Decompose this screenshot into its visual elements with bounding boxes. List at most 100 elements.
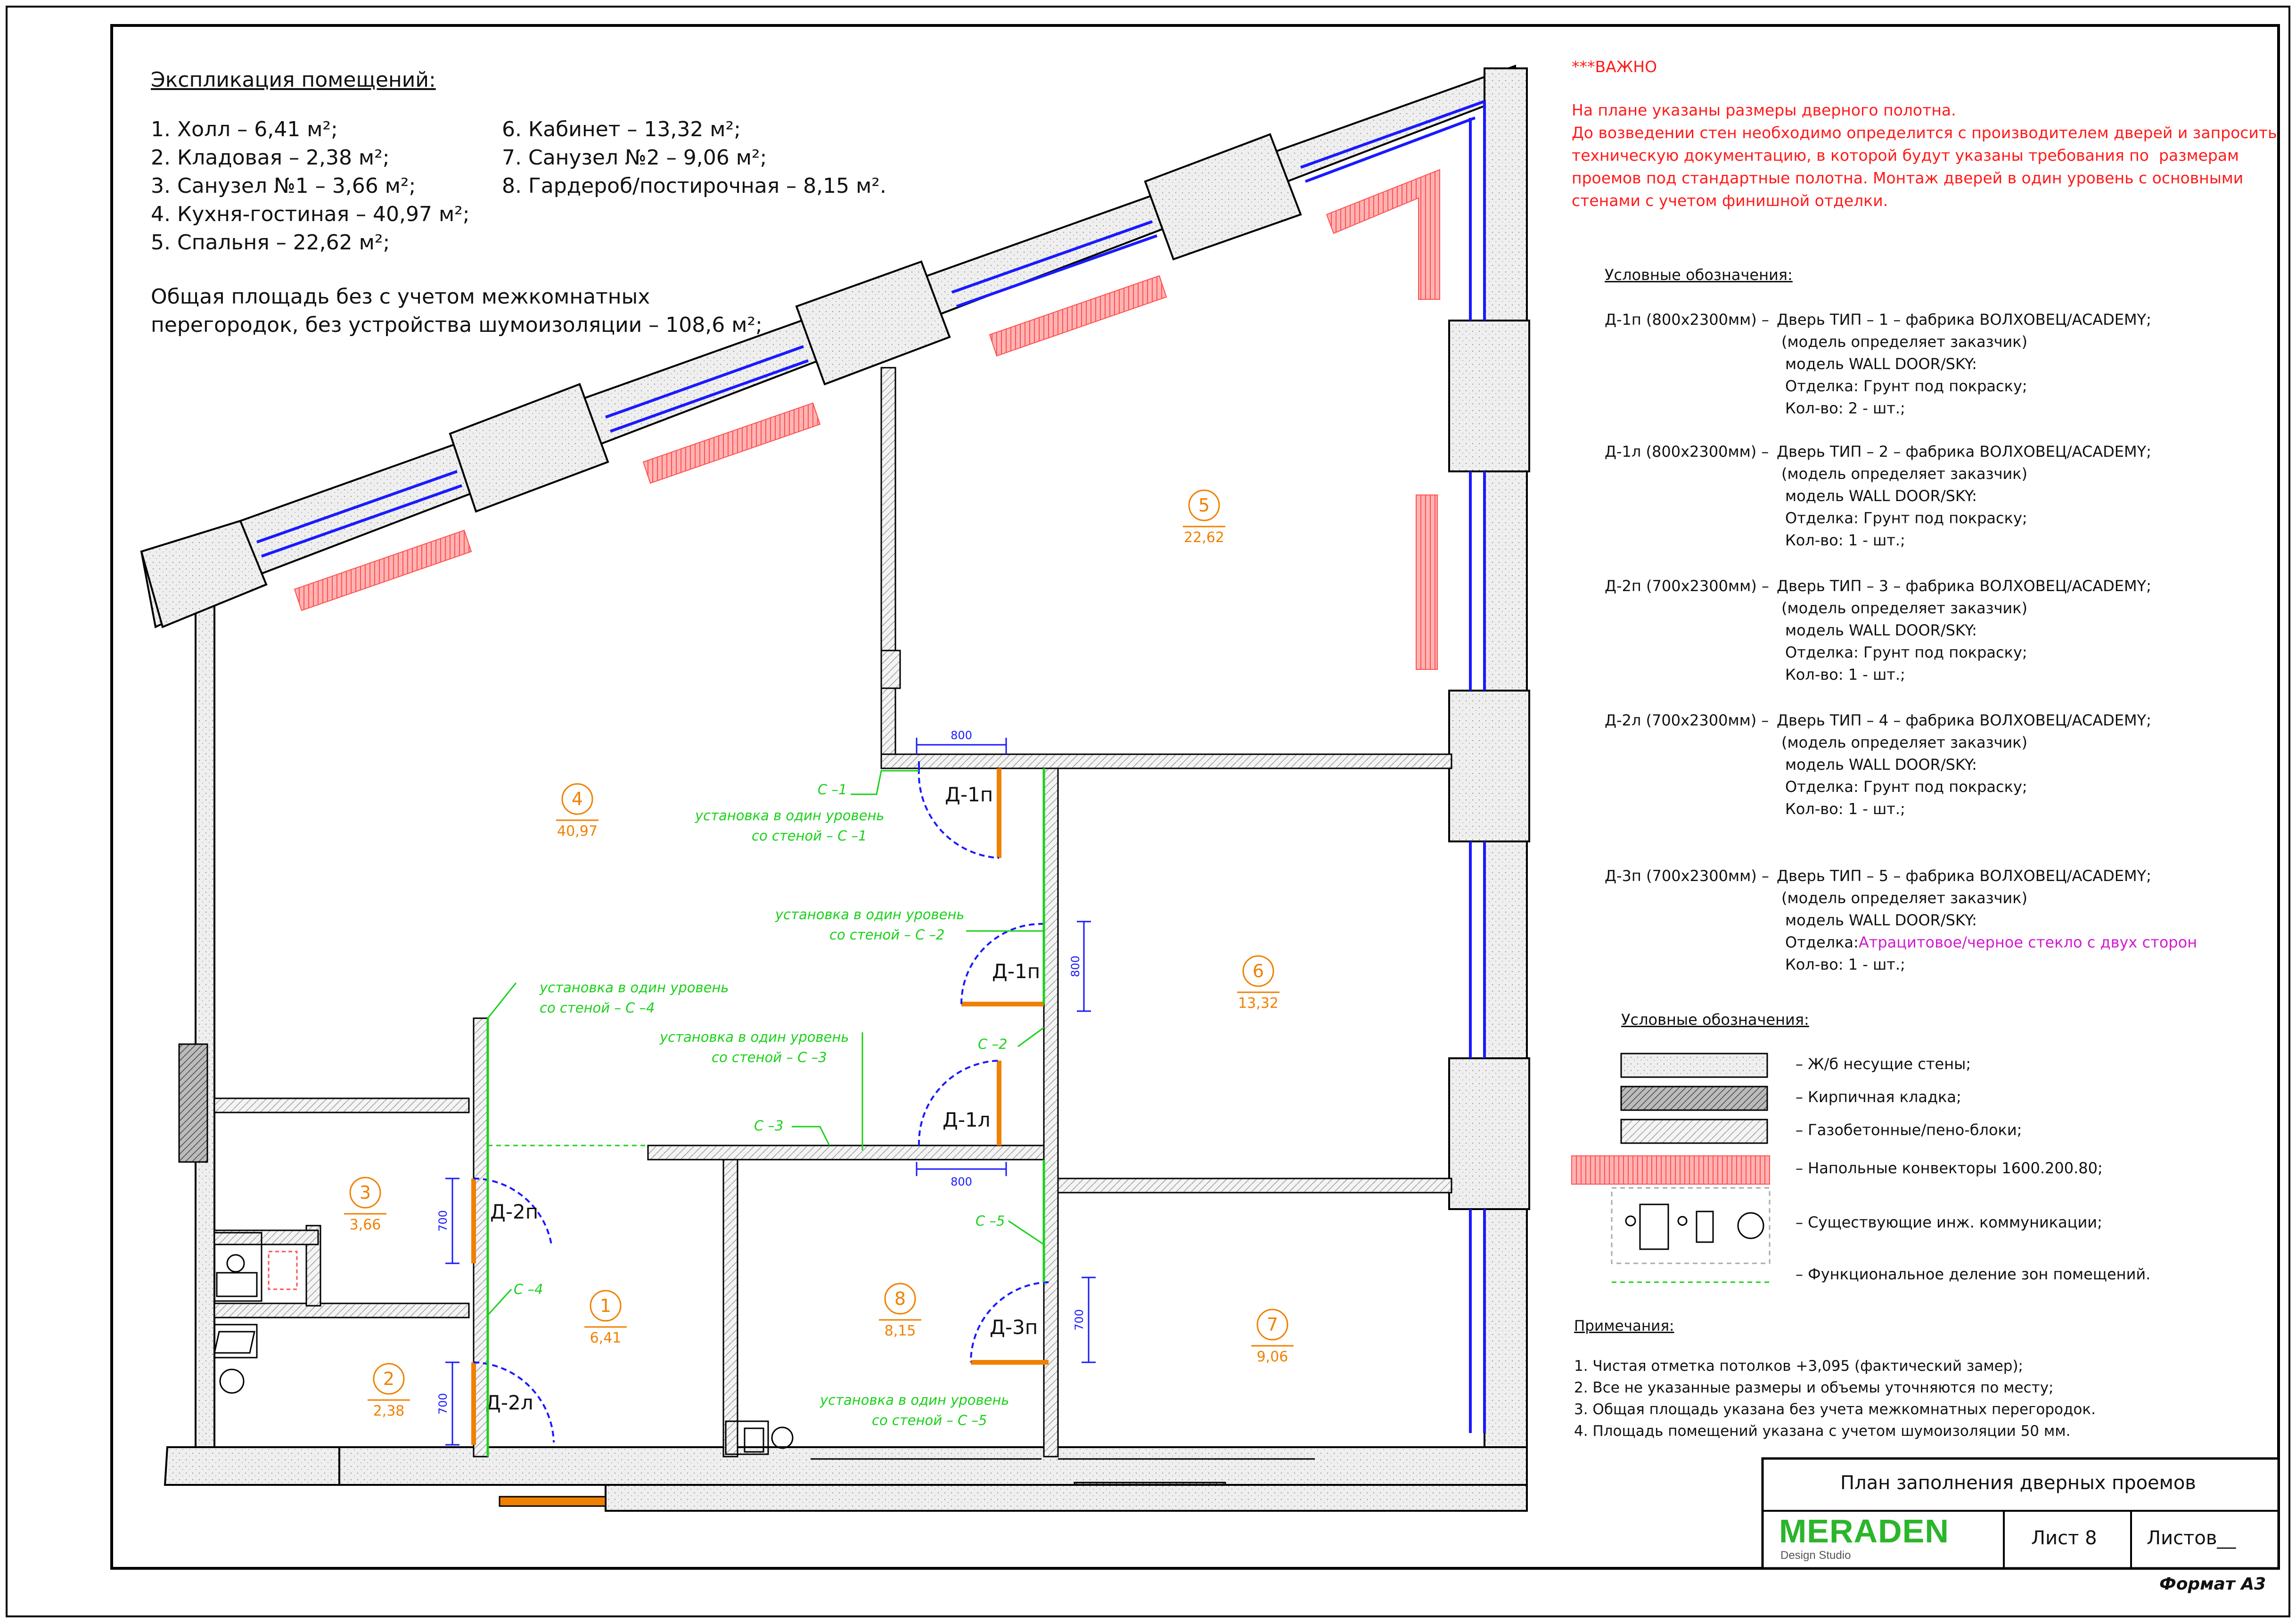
- door-qty: Кол-во: 1 - шт.;: [1785, 800, 1905, 818]
- room-6-number: 6: [1253, 961, 1264, 981]
- important-line-4: проемов под стандартные полотна. Монтаж …: [1572, 169, 2244, 187]
- annotation-c4-line1: установка в один уровень: [539, 980, 729, 996]
- sheets-count: Листов__: [2147, 1527, 2236, 1549]
- room-5-area: 22,62: [1184, 529, 1224, 546]
- dim-700-c: 700: [1073, 1309, 1086, 1331]
- door-code: Д-1п (800х2300мм) –: [1605, 311, 1769, 329]
- door-model-1: (модель определяет заказчик): [1781, 733, 2028, 751]
- door-finish: Отделка: Грунт под покраску;: [1785, 509, 2027, 527]
- door-qty: Кол-во: 1 - шт.;: [1785, 531, 1905, 549]
- door-label-d1p-mid: Д-1п: [992, 960, 1040, 983]
- door-code: Д-2п (700х2300мм) –: [1605, 577, 1769, 595]
- annotation-c4-line2: со стеной – С –4: [540, 1000, 655, 1016]
- door-label-d1p-top: Д-1п: [945, 783, 993, 806]
- room-markers: [344, 489, 1294, 1401]
- legend-communications: – Существующие инж. коммуникации;: [1796, 1213, 2102, 1231]
- company-logo: MERADEN: [1779, 1513, 1949, 1549]
- material-legend-swatches: [1571, 1053, 1771, 1283]
- annotation-c3-line1: установка в один уровень: [659, 1029, 849, 1045]
- door-type: Дверь ТИП – 1 – фабрика ВОЛХОВЕЦ/ACADEMY…: [1777, 311, 2151, 329]
- note-3: 3. Общая площадь указана без учета межко…: [1574, 1401, 2096, 1418]
- explication-item-4: 4. Кухня-гостиная – 40,97 м²;: [151, 202, 470, 226]
- door-finish: Отделка: Грунт под покраску;: [1785, 377, 2027, 395]
- note-2: 2. Все не указанные размеры и объемы уто…: [1574, 1379, 2054, 1396]
- door-qty: Кол-во: 1 - шт.;: [1785, 956, 1905, 973]
- important-line-5: стенами с учетом финишной отделки.: [1572, 191, 1888, 210]
- dim-800-b: 800: [1069, 956, 1082, 977]
- room-labels: 1 6,41 2 2,38 3 3,66 4 40,97 5 22,62 6 1…: [350, 495, 1288, 1419]
- room-5-number: 5: [1198, 495, 1210, 516]
- room-2-area: 2,38: [373, 1403, 405, 1419]
- explication-item-6: 6. Кабинет – 13,32 м²;: [502, 117, 741, 141]
- title-block: [1761, 1457, 2280, 1570]
- legend-gas-blocks: – Газобетонные/пено-блоки;: [1796, 1121, 2022, 1139]
- fixtures: [213, 1232, 1315, 1507]
- legend-zone-division: – Функциональное деление зон помещений.: [1796, 1265, 2151, 1283]
- room-7-area: 9,06: [1257, 1349, 1288, 1365]
- note-1: 1. Чистая отметка потолков +3,095 (факти…: [1574, 1358, 2023, 1375]
- annotation-c2-line2: со стеной – С –2: [829, 927, 945, 943]
- door-model-2: модель WALL DOOR/SKY:: [1785, 756, 1977, 774]
- explication-item-2: 2. Кладовая – 2,38 м²;: [151, 146, 390, 170]
- legend-convectors: – Напольные конвекторы 1600.200.80;: [1796, 1159, 2103, 1177]
- annotation-c1-line1: установка в один уровень: [695, 807, 885, 824]
- important-title: ***ВАЖНО: [1572, 58, 1657, 76]
- door-finish: Отделка: Грунт под покраску;: [1785, 778, 2027, 796]
- door-code: Д-2л (700х2300мм) –: [1605, 711, 1769, 729]
- room-6-area: 13,32: [1238, 995, 1279, 1012]
- dim-800-a: 800: [951, 729, 972, 742]
- room-4-number: 4: [572, 789, 583, 809]
- annotation-c5: С –5: [976, 1213, 1005, 1229]
- flush-wall-leaders: [486, 768, 1045, 1457]
- door-finish: Отделка:Атрацитовое/черное стекло с двух…: [1785, 933, 2198, 951]
- annotation-c3-line2: со стеной – С –3: [712, 1049, 827, 1065]
- explication-item-1: 1. Холл – 6,41 м²;: [151, 117, 338, 141]
- total-area-line1: Общая площадь без с учетом межкомнатных: [151, 285, 650, 309]
- door-model-2: модель WALL DOOR/SKY:: [1785, 487, 1977, 505]
- important-line-2: До возведении стен необходимо определитс…: [1572, 124, 2277, 142]
- room-8-number: 8: [894, 1288, 906, 1309]
- sheet-title: План заполнения дверных проемов: [1840, 1472, 2196, 1494]
- dim-700-a: 700: [436, 1210, 450, 1232]
- door-code: Д-1л (800х2300мм) –: [1605, 443, 1769, 461]
- convectors: [294, 169, 1440, 670]
- annotation-c5-line1: установка в один уровень: [820, 1392, 1009, 1408]
- annotation-c2: С –2: [978, 1036, 1007, 1052]
- door-model-2: модель WALL DOOR/SKY:: [1785, 355, 1977, 373]
- explication-item-8: 8. Гардероб/постирочная – 8,15 м².: [502, 174, 886, 198]
- door-code: Д-3п (700х2300мм) –: [1605, 867, 1769, 885]
- dimension-lines: [445, 738, 1096, 1446]
- door-qty: Кол-во: 2 - шт.;: [1785, 399, 1905, 417]
- total-area-line2: перегородок, без устройства шумоизоляции…: [151, 313, 763, 337]
- door-model-1: (модель определяет заказчик): [1781, 599, 2028, 617]
- paper-format: Формат А3: [2159, 1574, 2266, 1594]
- materials-legend-title: Условные обозначения:: [1621, 1011, 1809, 1029]
- windows: [256, 100, 1486, 1433]
- room-8-area: 8,15: [885, 1323, 916, 1339]
- annotation-c3: С –3: [754, 1118, 783, 1134]
- room-1-area: 6,41: [590, 1330, 622, 1346]
- doors-legend-title: Условные обозначения:: [1605, 266, 1793, 284]
- annotation-c4: С –4: [514, 1281, 543, 1297]
- annotation-c1: С –1: [818, 782, 847, 798]
- outer-frame: [6, 6, 2290, 1617]
- important-line-3: техническую документацию, в которой буду…: [1572, 146, 2239, 165]
- room-3-number: 3: [360, 1182, 371, 1203]
- room-3-area: 3,66: [350, 1217, 381, 1233]
- room-4-area: 40,97: [557, 823, 598, 840]
- legend-brick: – Кирпичная кладка;: [1796, 1088, 1961, 1106]
- legend-concrete: – Ж/б несущие стены;: [1796, 1055, 1971, 1073]
- door-type: Дверь ТИП – 4 – фабрика ВОЛХОВЕЦ/ACADEMY…: [1777, 711, 2151, 729]
- door-type: Дверь ТИП – 2 – фабрика ВОЛХОВЕЦ/ACADEMY…: [1777, 443, 2151, 461]
- explication-title: Экспликация помещений:: [151, 68, 436, 92]
- door-type: Дверь ТИП – 3 – фабрика ВОЛХОВЕЦ/ACADEMY…: [1777, 577, 2151, 595]
- annotation-c1-line2: со стеной – С –1: [752, 828, 867, 844]
- door-label-d2p: Д-2п: [490, 1200, 538, 1223]
- door-model-1: (модель определяет заказчик): [1781, 333, 2028, 351]
- door-label-d2l: Д-2л: [485, 1391, 533, 1414]
- dim-700-b: 700: [436, 1393, 450, 1415]
- annotation-c2-line1: установка в один уровень: [775, 906, 965, 923]
- room-1-number: 1: [600, 1295, 611, 1316]
- door-model-2: модель WALL DOOR/SKY:: [1785, 621, 1977, 639]
